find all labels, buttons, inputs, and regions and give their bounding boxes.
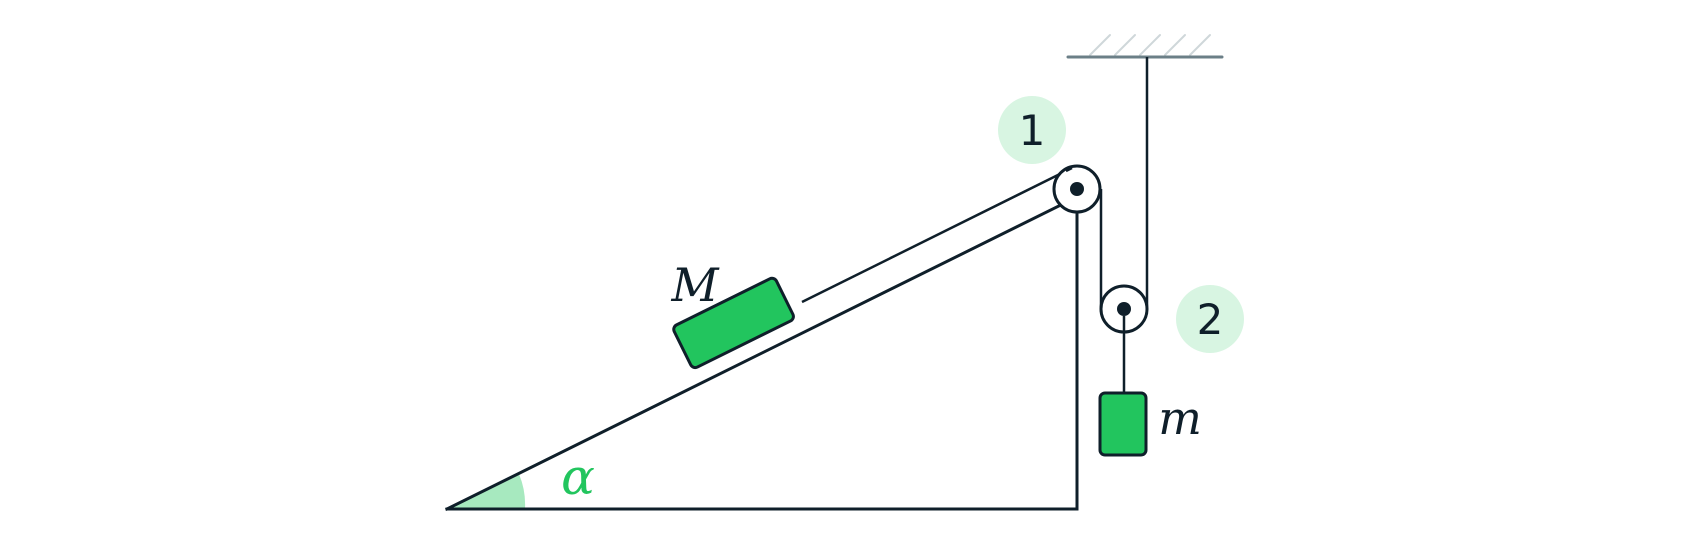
pulley-1 bbox=[1052, 164, 1102, 214]
ceiling-support bbox=[1066, 34, 1224, 59]
rope-incline-wrap bbox=[1065, 166, 1073, 173]
pulley-2 bbox=[1099, 284, 1149, 334]
angle-label: α bbox=[561, 448, 595, 506]
pulley-2-badge: 2 bbox=[1176, 285, 1244, 353]
block-small bbox=[1098, 391, 1148, 457]
ceiling-hatch-icon bbox=[1089, 34, 1211, 56]
block-large bbox=[672, 276, 795, 370]
pulley-2-axle bbox=[1117, 302, 1131, 316]
rope-incline bbox=[801, 169, 1067, 304]
pulley-1-badge: 1 bbox=[998, 96, 1066, 164]
block-small-label: m bbox=[1158, 391, 1202, 445]
incline-hypotenuse bbox=[444, 194, 1080, 512]
block-large-body bbox=[672, 276, 795, 370]
rope-pulley-system bbox=[1099, 57, 1149, 393]
pulley-1-axle bbox=[1070, 182, 1084, 196]
pulley-2-label: 2 bbox=[1197, 295, 1224, 344]
pulley-1-label: 1 bbox=[1019, 106, 1046, 155]
incline bbox=[444, 188, 1080, 512]
block-large-label: M bbox=[670, 258, 720, 312]
